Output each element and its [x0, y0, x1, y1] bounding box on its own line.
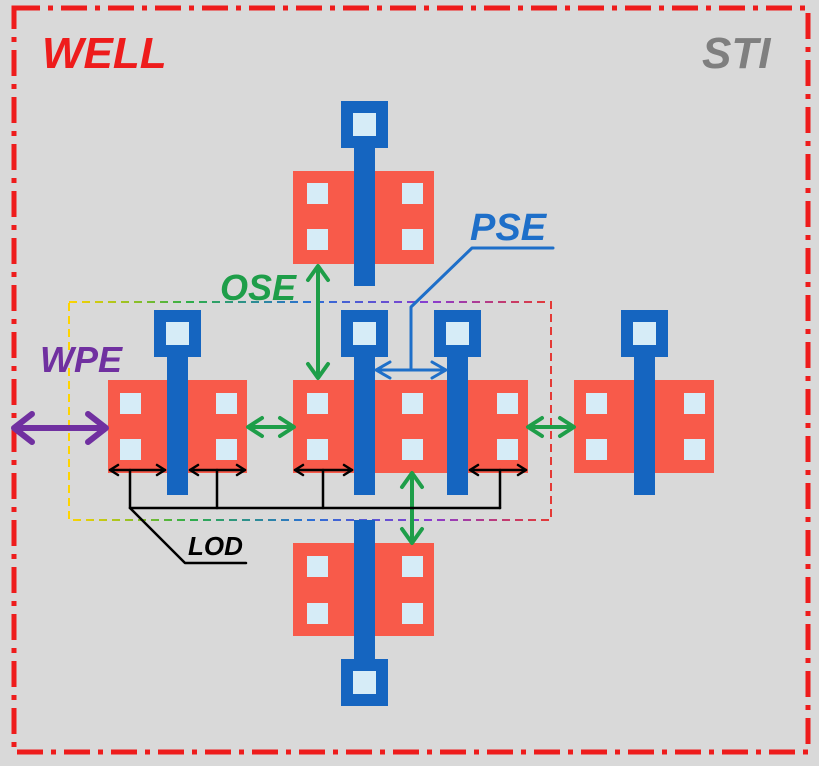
contact: [402, 183, 423, 204]
gate-right-stripe: [634, 330, 655, 495]
contact: [402, 439, 423, 460]
gate-contacts: [166, 113, 656, 694]
contact: [166, 322, 189, 345]
contact: [684, 393, 705, 414]
contact: [353, 671, 376, 694]
sti-label: STI: [702, 29, 771, 78]
well-boundary: [11, 5, 811, 755]
pse-label: PSE: [470, 207, 548, 249]
gate-center2-stripe: [447, 330, 468, 495]
contact: [353, 322, 376, 345]
lod-label: LOD: [188, 531, 243, 561]
ose-label: OSE: [220, 267, 297, 308]
contact: [307, 439, 328, 460]
contact: [353, 113, 376, 136]
contact: [402, 229, 423, 250]
contact: [497, 439, 518, 460]
contact: [120, 393, 141, 414]
contact: [684, 439, 705, 460]
gate-top-stripe: [354, 120, 375, 286]
contact: [402, 603, 423, 624]
ose-arrows: [246, 264, 576, 545]
contact: [307, 183, 328, 204]
contact: [307, 229, 328, 250]
contact: [586, 439, 607, 460]
lod-annotation: [108, 463, 528, 565]
wpe-arrow: [11, 411, 109, 445]
gate-bottom-stripe: [354, 520, 375, 690]
contact: [633, 322, 656, 345]
well-label: WELL: [42, 29, 167, 78]
contact: [307, 393, 328, 414]
pse-annotation: [374, 246, 555, 380]
device-group-boundary: [68, 301, 552, 521]
contact: [497, 393, 518, 414]
contact: [586, 393, 607, 414]
contact: [307, 603, 328, 624]
contact: [216, 439, 237, 460]
pse-leader-line: [409, 246, 555, 370]
contact: [402, 556, 423, 577]
gate-center1-stripe: [354, 330, 375, 495]
contact: [402, 393, 423, 414]
gate-left-stripe: [167, 330, 188, 495]
contact: [216, 393, 237, 414]
wpe-label: WPE: [40, 339, 123, 380]
contact: [446, 322, 469, 345]
contact: [120, 439, 141, 460]
contact: [307, 556, 328, 577]
contacts: [120, 183, 705, 624]
lod-leader-line: [128, 506, 248, 565]
